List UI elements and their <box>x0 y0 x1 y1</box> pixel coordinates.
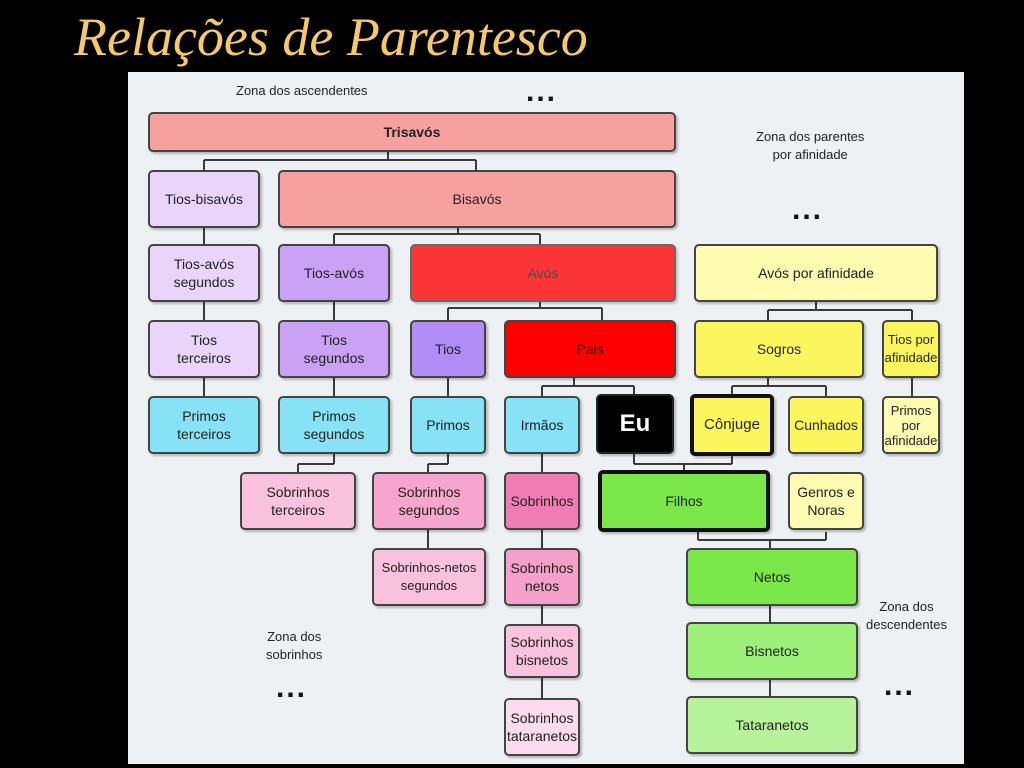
box-netos: Netos <box>686 548 858 606</box>
box-pais: Pais <box>504 320 676 378</box>
box-sogros: Sogros <box>694 320 864 378</box>
slide-title: Relações de Parentesco <box>74 7 588 67</box>
box-sobrinhos-terceiros: Sobrinhos terceiros <box>240 472 356 530</box>
zone-sobrinhos-label: Zona dos sobrinhos <box>266 629 323 662</box>
box-tios-afinidade: Tios por afinidade <box>882 320 940 378</box>
connector-lines <box>203 152 913 698</box>
kinship-diagram: Zona dos ascendentes Zona dos parentes p… <box>128 72 964 764</box>
box-primos-segundos: Primos segundos <box>278 396 390 454</box>
box-sobrinhos-netos-segundos: Sobrinhos-netos segundos <box>372 548 486 606</box>
box-tataranetos: Tataranetos <box>686 696 858 754</box>
zone-descendentes-label: Zona dos descendentes <box>866 599 947 632</box>
ellipsis-descendentes: ... <box>884 669 916 702</box>
box-sobrinhos-tataranetos: Sobrinhos tataranetos <box>504 698 580 756</box>
box-tios-segundos: Tios segundos <box>278 320 390 378</box>
box-genros-noras: Genros e Noras <box>788 472 864 530</box>
box-avos: Avós <box>410 244 676 302</box>
box-bisavos: Bisavós <box>278 170 676 228</box>
box-sobrinhos: Sobrinhos <box>504 472 580 530</box>
box-sobrinhos-netos: Sobrinhos netos <box>504 548 580 606</box>
box-primos: Primos <box>410 396 486 454</box>
zone-ascendentes-label: Zona dos ascendentes <box>236 83 368 98</box>
zone-afinidade-label: Zona dos parentes por afinidade <box>756 129 865 162</box>
box-conjuge: Cônjuge <box>690 394 774 456</box>
box-primos-afinidade: Primos por afinidade <box>882 396 940 454</box>
ellipsis-top: ... <box>526 75 558 108</box>
box-tios: Tios <box>410 320 486 378</box>
ellipsis-afinidade: ... <box>792 193 824 226</box>
box-eu: Eu <box>596 394 674 454</box>
box-tios-avos-segundos: Tios-avós segundos <box>148 244 260 302</box>
box-cunhados: Cunhados <box>788 396 864 454</box>
box-tios-terceiros: Tios terceiros <box>148 320 260 378</box>
ellipsis-sobrinhos: ... <box>276 671 308 704</box>
box-bisnetos: Bisnetos <box>686 622 858 680</box>
box-tios-avos: Tios-avós <box>278 244 390 302</box>
box-irmaos: Irmãos <box>504 396 580 454</box>
box-primos-terceiros: Primos terceiros <box>148 396 260 454</box>
box-filhos: Filhos <box>598 470 770 532</box>
box-tios-bisavos: Tios-bisavós <box>148 170 260 228</box>
box-sobrinhos-bisnetos: Sobrinhos bisnetos <box>504 624 580 678</box>
box-sobrinhos-segundos: Sobrinhos segundos <box>372 472 486 530</box>
box-avos-afinidade: Avós por afinidade <box>694 244 938 302</box>
box-trisavos: Trisavós <box>148 112 676 152</box>
